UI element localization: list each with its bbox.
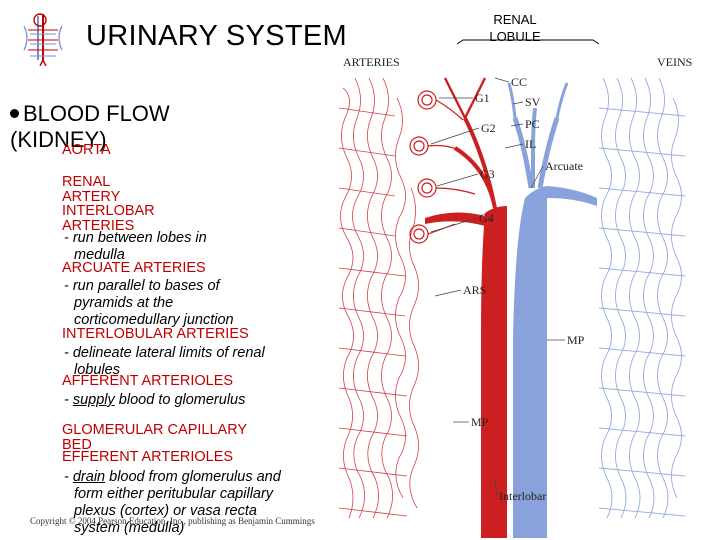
- page-title: URINARY SYSTEM: [86, 20, 347, 52]
- item-efferent-desc: - drain blood from glomerulus and form e…: [64, 469, 281, 536]
- copyright-notice: Copyright © 2004 Pearson Education, Inc.…: [30, 516, 315, 526]
- item-afferent-desc: - supply blood to glomerulus: [64, 392, 246, 408]
- leader-lines: [430, 77, 565, 497]
- label-pc: PC: [525, 117, 540, 131]
- label-interlobar: Interlobar: [499, 489, 546, 503]
- arcuate-vein-right: [547, 186, 597, 206]
- glomeruli: [409, 90, 476, 244]
- item-glomerular-capillary-bed: GLOMERULAR CAPILLARY BED: [62, 422, 248, 453]
- item-interlobular-arteries: INTERLOBULAR ARTERIES: [62, 326, 249, 342]
- label-g1: G1: [475, 91, 490, 105]
- bullet-dot-icon: [10, 108, 19, 118]
- item-arcuate-desc: - run parallel to bases of pyramids at t…: [64, 278, 234, 328]
- label-cc: CC: [511, 75, 527, 89]
- bullet-heading: BLOOD FLOW (KIDNEY): [10, 101, 170, 152]
- stellate-vein: [507, 82, 569, 119]
- label-g2: G2: [481, 121, 496, 135]
- item-renal-artery: RENAL ARTERY: [62, 174, 121, 205]
- label-g4: G4: [479, 211, 494, 225]
- renal-lobule-diagram: ARTERIES VEINS CC G1 SV G2 PC IL Arcuate…: [338, 39, 692, 538]
- venous-capillary-mesh: [598, 77, 686, 519]
- interlobar-artery: [481, 206, 507, 538]
- item-interlobar-desc: - run between lobes in medulla: [64, 230, 207, 263]
- interlobular-vein: [512, 117, 560, 189]
- arcuate-artery-left: [425, 212, 485, 226]
- label-g3: G3: [480, 167, 495, 181]
- item-afferent-arterioles: AFFERENT ARTERIOLES: [62, 373, 234, 389]
- arterial-capillary-mesh: [338, 77, 419, 519]
- label-sv: SV: [525, 95, 541, 109]
- interlobar-vein: [513, 186, 547, 538]
- label-il: IL: [525, 137, 536, 151]
- item-aorta: AORTA: [62, 142, 111, 158]
- label-mp-right: MP: [567, 333, 585, 347]
- label-arteries: ARTERIES: [343, 55, 400, 69]
- kidney-thumbnail-icon: [18, 10, 68, 66]
- lobule-bracket: [456, 39, 600, 45]
- label-mp-left: MP: [471, 415, 489, 429]
- label-ars: ARS: [463, 283, 486, 297]
- item-efferent-arterioles: EFFERENT ARTERIOLES: [62, 449, 234, 465]
- item-interlobular-desc: - delineate lateral limits of renal lobu…: [64, 345, 265, 378]
- label-veins: VEINS: [657, 55, 692, 69]
- label-arcuate: Arcuate: [545, 159, 583, 173]
- item-arcuate-arteries: ARCUATE ARTERIES: [62, 260, 206, 276]
- item-interlobar-arteries: INTERLOBAR ARTERIES: [62, 203, 155, 234]
- interlobular-artery: [453, 117, 497, 209]
